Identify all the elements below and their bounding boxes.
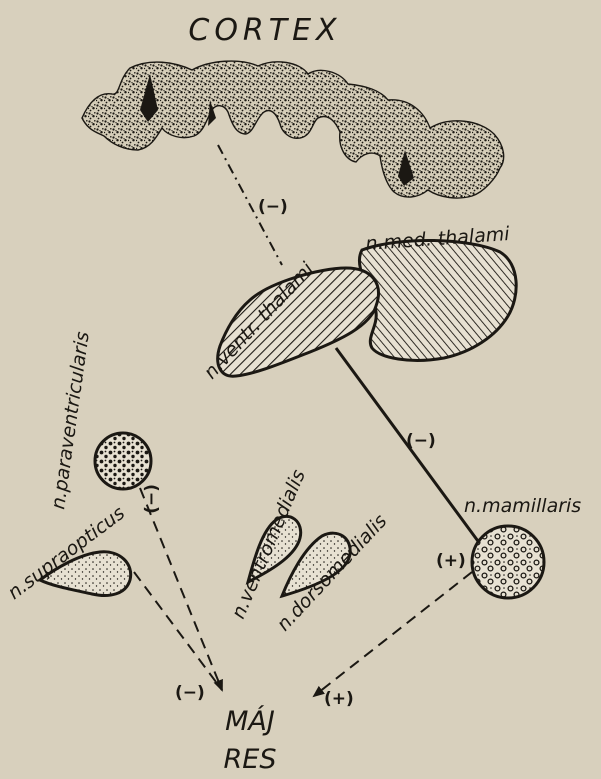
paraventricularis-sign: (−) [141, 484, 161, 514]
cortex-thalamus-sign: (−) [258, 197, 288, 217]
paraventricularis-maj-arrow [140, 488, 222, 690]
res-label: RES [224, 744, 277, 775]
cortex-label: CORTEX [188, 13, 341, 48]
supraopticus-maj-arrow [134, 572, 222, 690]
maj-right-sign: (+) [324, 689, 354, 709]
mamillaris-maj-arrow [314, 572, 472, 696]
thalamus-mamillaris-sign: (−) [406, 431, 436, 451]
cortex-shape [82, 61, 504, 198]
n-mamillaris-shape [472, 526, 544, 598]
mamillaris-out-sign: (+) [436, 551, 466, 571]
n-paraventricularis-label: n.paraventricularis [47, 330, 94, 511]
n-mamillaris-label: n.mamillaris [464, 495, 581, 517]
maj-left-sign: (−) [175, 683, 205, 703]
n-med-thalami-shape [359, 240, 516, 360]
n-paraventricularis-shape [95, 433, 151, 489]
maj-label: MÁJ [225, 705, 275, 737]
